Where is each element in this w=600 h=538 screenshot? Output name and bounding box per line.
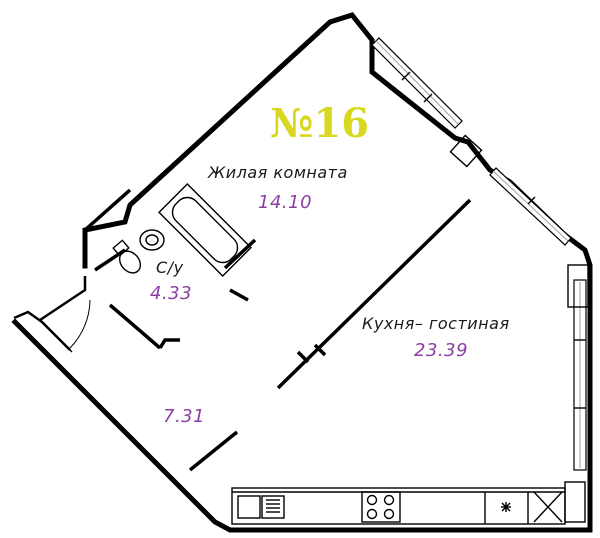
bathtub — [158, 183, 252, 277]
room-area-hallway: 7.31 — [163, 406, 206, 427]
room-name-living-room: Жилая комната — [208, 163, 348, 182]
room-name-bathroom: С/у — [156, 258, 184, 277]
window-east-diagonal — [489, 167, 572, 246]
window-east — [567, 264, 589, 471]
interior-walls — [83, 188, 472, 472]
kitchen-counter — [231, 487, 566, 525]
window-north-east — [371, 37, 463, 129]
outer-walls — [11, 12, 593, 533]
room-area-kitchen-living: 23.39 — [414, 340, 469, 361]
room-area-bathroom: 4.33 — [150, 283, 193, 304]
sink — [139, 229, 165, 251]
asterisk-icon — [501, 502, 511, 512]
entry-door — [41, 299, 91, 353]
toilet — [112, 239, 142, 274]
room-name-kitchen-living: Кухня– гостиная — [362, 314, 510, 333]
room-area-living-room: 14.10 — [258, 192, 313, 213]
apartment-number: №16 — [270, 100, 370, 147]
